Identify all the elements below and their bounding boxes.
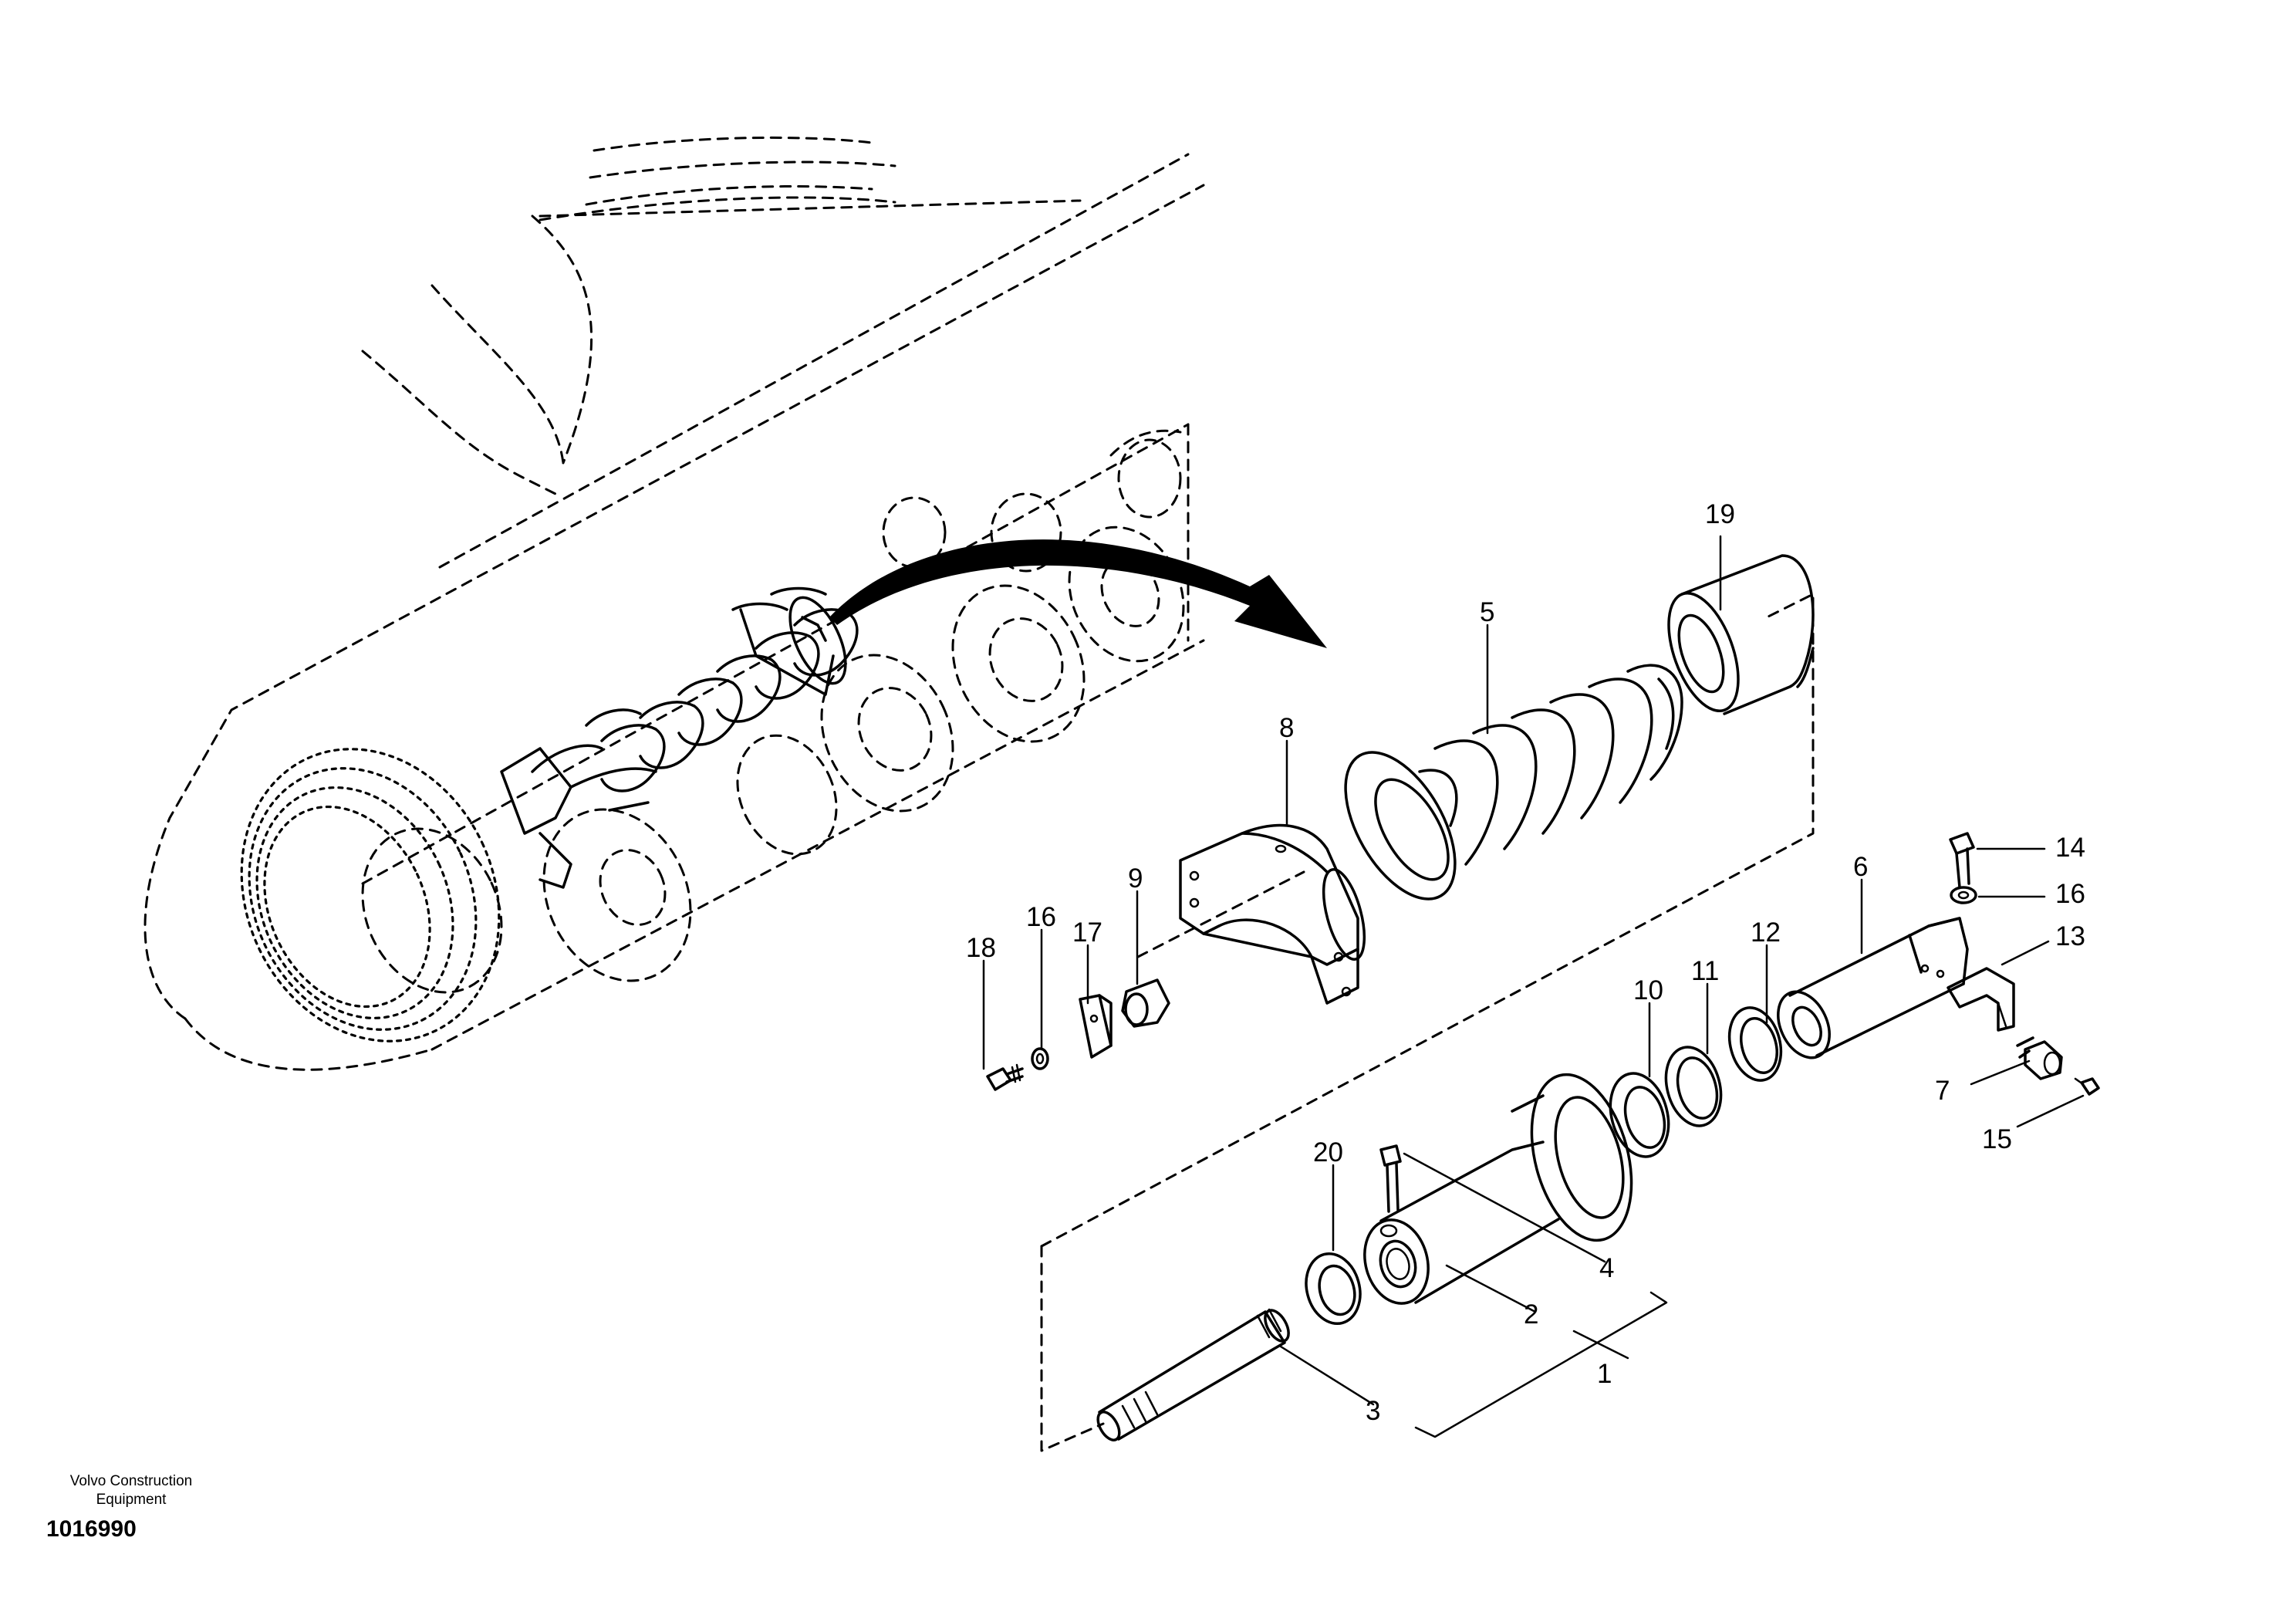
callout-19: 19: [1705, 499, 1735, 529]
part-7-valve: [2016, 1036, 2063, 1080]
callout-7: 7: [1935, 1076, 1950, 1106]
part-9-nut: [1121, 978, 1170, 1028]
callout-14: 14: [2055, 833, 2085, 863]
callout-1: 1: [1597, 1359, 1612, 1389]
track-rollers: [736, 429, 1185, 856]
callout-20: 20: [1313, 1137, 1343, 1168]
callout-15: 15: [1982, 1124, 2012, 1154]
callout-numbers: 1 2 3 4 5 6 7 8 9 10 11 12 13 14 15 16 1…: [966, 499, 2085, 1426]
part-15-plug: [2074, 1077, 2100, 1096]
track-frame-outline: [144, 136, 1205, 1071]
callout-2: 2: [1524, 1299, 1538, 1330]
part-16-washer-right: [1950, 886, 1977, 904]
drawing-number: 1016990: [46, 1516, 137, 1542]
idler-wheel: [240, 748, 692, 1042]
callout-9: 9: [1128, 863, 1143, 894]
callout-6: 6: [1853, 852, 1868, 882]
leader-lines: [982, 535, 2085, 1438]
company-name-line2: Equipment: [96, 1492, 167, 1508]
callout-16-left: 16: [1026, 902, 1056, 932]
part-13-bracket: [1947, 967, 2015, 1032]
installed-spring-assembly: [500, 586, 859, 889]
part-20-washer: [1305, 1252, 1362, 1326]
part-14-bolt: [1949, 832, 1975, 889]
callout-3: 3: [1366, 1396, 1380, 1426]
part-3-threaded-rod: [1096, 1308, 1290, 1441]
part-16-washer-left: [1031, 1047, 1049, 1070]
part-6-piston: [1777, 917, 1969, 1059]
part-8-yoke-bracket: [1179, 823, 1366, 1005]
part-5-recoil-spring: [1344, 664, 1683, 901]
part-17-plate: [1079, 994, 1113, 1059]
callout-18: 18: [966, 933, 996, 963]
company-name: Volvo Construction Equipment: [31, 1472, 231, 1509]
callout-5: 5: [1480, 597, 1494, 627]
callout-10: 10: [1633, 975, 1663, 1005]
part-19-sleeve: [1667, 554, 1815, 715]
part-2-cylinder: [1363, 1073, 1633, 1305]
callout-4: 4: [1599, 1253, 1614, 1283]
callout-16-right: 16: [2055, 879, 2085, 909]
company-name-line1: Volvo Construction: [69, 1473, 193, 1489]
callout-11: 11: [1691, 956, 1719, 986]
assembly-boundary: [1040, 593, 1815, 1452]
callout-13: 13: [2055, 921, 2085, 951]
part-4-bolt: [1379, 1144, 1402, 1213]
direction-arrow: [829, 539, 1327, 648]
part-18-bolt: [986, 1063, 1024, 1091]
part-11-ring: [1664, 1046, 1723, 1127]
part-12-ring: [1727, 1006, 1783, 1082]
part-10-seal: [1609, 1072, 1670, 1158]
callout-17: 17: [1072, 917, 1102, 948]
callout-8: 8: [1279, 713, 1294, 743]
callout-12: 12: [1751, 917, 1781, 948]
